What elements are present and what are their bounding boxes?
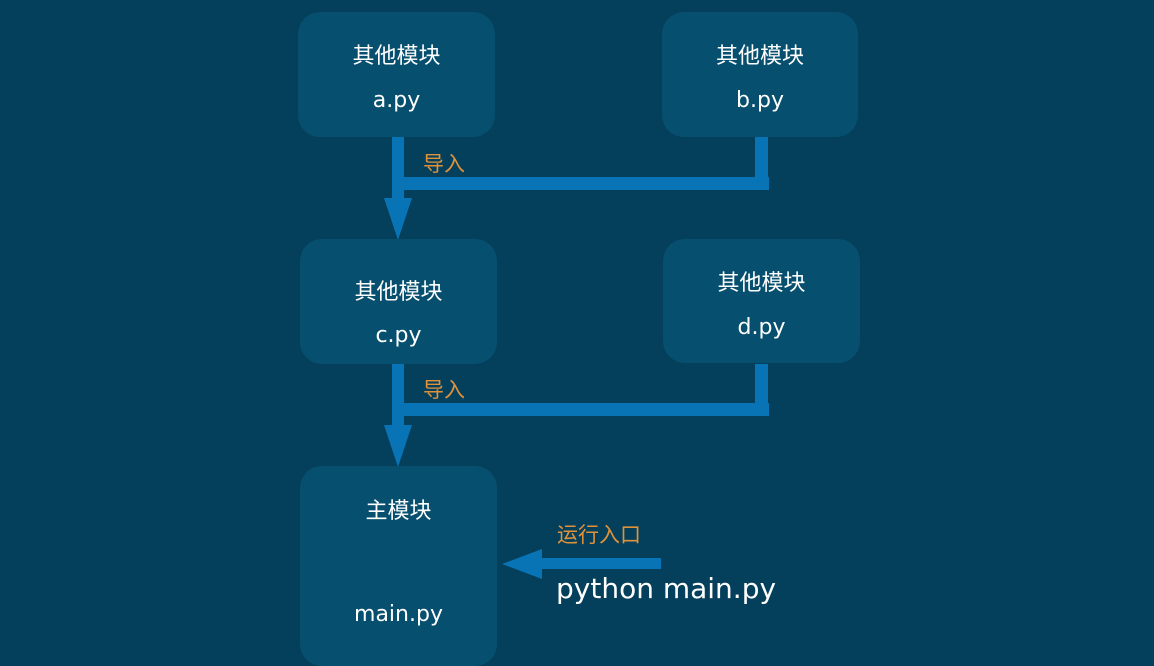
run-command: python main.py [556,572,777,605]
entry-label: 运行入口 [557,523,641,547]
module-b-box: 其他模块 b.py [662,12,858,137]
module-a-file: a.py [372,88,421,113]
arrow-c-to-main-shaft [392,364,404,426]
module-b-title: 其他模块 [715,44,804,69]
main-module-file: main.py [354,602,443,627]
module-d-title: 其他模块 [717,271,806,296]
module-c-title: 其他模块 [354,280,443,305]
module-d-file: d.py [737,315,786,340]
module-a-box: 其他模块 a.py [298,12,495,137]
connector-d-horizontal [392,403,769,416]
arrow-c-to-main-head [384,425,412,467]
connector-arrows [384,137,769,579]
main-module-title: 主模块 [365,499,432,524]
connector-b-horizontal [392,177,769,190]
main-module-box: 主模块 main.py [300,466,497,666]
module-d-box: 其他模块 d.py [663,239,860,363]
entry-arrow-head [502,549,542,579]
module-b-file: b.py [736,88,784,113]
entry-arrow-shaft [540,558,661,569]
module-c-box: 其他模块 c.py [300,239,497,364]
connector-b-vertical [755,137,768,190]
arrow-a-to-c-shaft [392,137,404,200]
module-a-title: 其他模块 [352,44,441,69]
arrow-a-to-c-head [384,198,412,240]
module-c-file: c.py [375,323,422,348]
import-label-2: 导入 [423,378,465,402]
import-label-1: 导入 [423,152,465,176]
connector-d-vertical [755,364,768,416]
